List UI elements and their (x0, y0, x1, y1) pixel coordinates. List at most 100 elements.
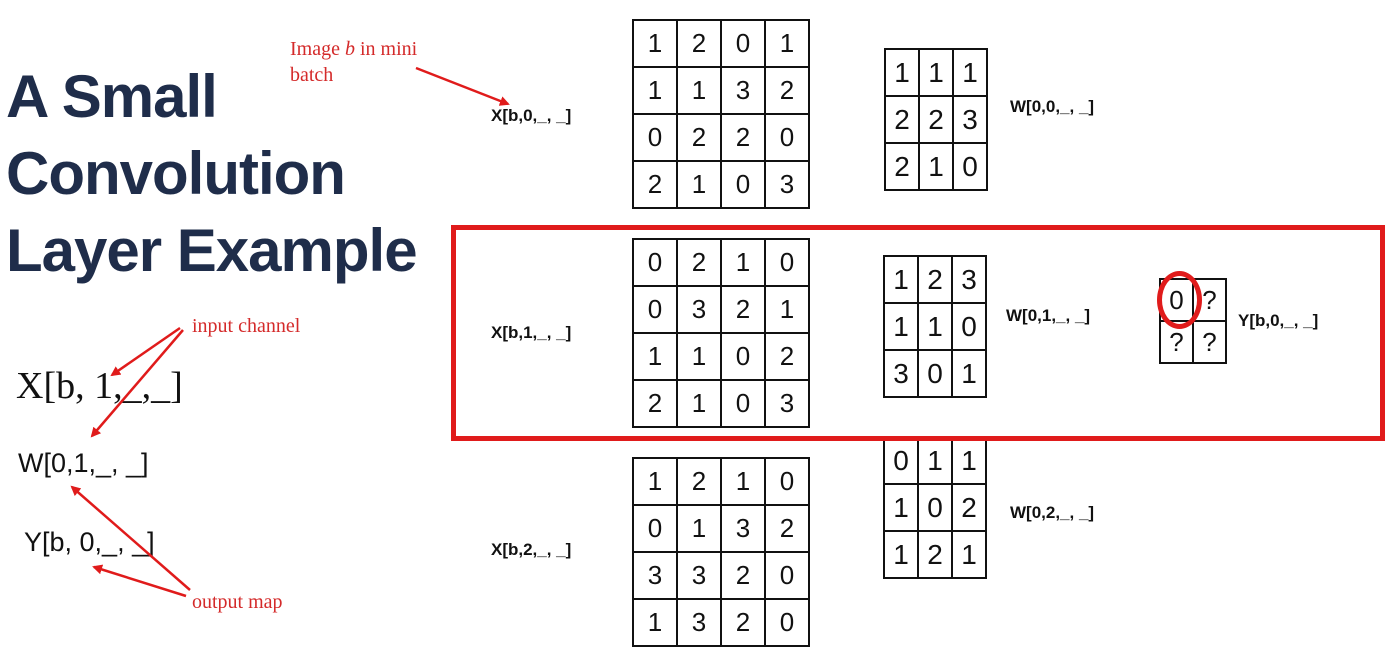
cell: 1 (918, 142, 954, 191)
cell: 0 (632, 285, 678, 334)
cell: 0 (764, 457, 810, 506)
cell: 1 (676, 379, 722, 428)
cell: 1 (883, 255, 919, 304)
cell: 0 (917, 349, 953, 398)
cell: 2 (720, 598, 766, 647)
cell: 2 (884, 142, 920, 191)
cell: 0 (764, 238, 810, 287)
cell: 3 (720, 504, 766, 553)
cell: 1 (884, 48, 920, 97)
cell: 0 (632, 113, 678, 162)
arrow-input-channel-w (90, 329, 184, 438)
cell: 3 (951, 255, 987, 304)
cell: 3 (720, 66, 766, 115)
cell: 2 (917, 530, 953, 579)
cell: 1 (952, 48, 988, 97)
cell: 3 (952, 95, 988, 144)
cell: 2 (951, 483, 987, 532)
cell: 1 (951, 349, 987, 398)
output-label: Y[b,0,_, _] (1238, 311, 1319, 330)
cell: 1 (918, 48, 954, 97)
cell: 0 (632, 504, 678, 553)
input-label-2: X[b,2,_, _] (491, 540, 572, 559)
cell: 1 (764, 285, 810, 334)
cell: 0 (720, 379, 766, 428)
cell: 0 (917, 483, 953, 532)
cell: 0 (952, 142, 988, 191)
cell: 2 (764, 504, 810, 553)
cell: 3 (883, 349, 919, 398)
cell: 0 (764, 598, 810, 647)
arrow-input-channel-x (110, 326, 181, 377)
cell: 1 (632, 66, 678, 115)
cell: 1 (632, 19, 678, 68)
cell: 2 (764, 332, 810, 381)
input-label-0: X[b,0,_, _] (491, 106, 572, 125)
cell: 1 (676, 160, 722, 209)
filter-label-0: W[0,0,_, _] (1010, 97, 1095, 116)
highlight-circle (1157, 271, 1202, 329)
annotation-input-channel: input channel (192, 315, 301, 337)
title-line-2: Convolution (6, 140, 346, 207)
cell: 2 (676, 19, 722, 68)
page-title: A Small Convolution Layer Example (6, 58, 418, 289)
cell: 2 (676, 238, 722, 287)
cell: ? (1192, 320, 1227, 364)
cell: 0 (764, 113, 810, 162)
arrow-output-map-w (70, 485, 191, 591)
cell: 1 (720, 457, 766, 506)
cell: 3 (676, 285, 722, 334)
cell: 0 (632, 238, 678, 287)
filter-label-2: W[0,2,_, _] (1010, 503, 1095, 522)
cell: 0 (720, 332, 766, 381)
cell: 3 (764, 379, 810, 428)
annotation-image-b: Image b in mini batch (290, 38, 418, 86)
input-label-1: X[b,1,_, _] (491, 323, 572, 342)
cell: 1 (764, 19, 810, 68)
cell: 1 (917, 302, 953, 351)
cell: 1 (883, 483, 919, 532)
left-label-w: W[0,1,_, _] (18, 448, 149, 478)
cell: 1 (632, 332, 678, 381)
cell: 2 (720, 285, 766, 334)
cell: 1 (951, 530, 987, 579)
cell: 2 (720, 551, 766, 600)
cell: 2 (764, 66, 810, 115)
cell: 0 (720, 19, 766, 68)
cell: 1 (720, 238, 766, 287)
cell: 0 (883, 436, 919, 485)
cell: 0 (764, 551, 810, 600)
title-line-3: Layer Example (6, 217, 418, 284)
cell: 2 (918, 95, 954, 144)
cell: 1 (917, 436, 953, 485)
cell: 2 (676, 457, 722, 506)
arrow-image-b (415, 66, 510, 106)
arrow-output-map-y (92, 564, 187, 598)
cell: 0 (720, 160, 766, 209)
cell: 1 (676, 504, 722, 553)
cell: 2 (632, 379, 678, 428)
title-line-1: A Small (6, 63, 218, 130)
cell: 1 (676, 332, 722, 381)
cell: 1 (883, 530, 919, 579)
cell: 1 (951, 436, 987, 485)
cell: 1 (632, 457, 678, 506)
cell: 1 (676, 66, 722, 115)
cell: 2 (676, 113, 722, 162)
cell: 1 (632, 598, 678, 647)
highlight-box (451, 225, 1385, 441)
cell: 3 (764, 160, 810, 209)
cell: 3 (632, 551, 678, 600)
cell: 2 (720, 113, 766, 162)
left-label-x: X[b, 1,_,_] (16, 365, 183, 407)
annotation-output-map: output map (192, 591, 283, 613)
cell: 3 (676, 598, 722, 647)
left-label-y: Y[b, 0,_, _] (24, 527, 155, 557)
